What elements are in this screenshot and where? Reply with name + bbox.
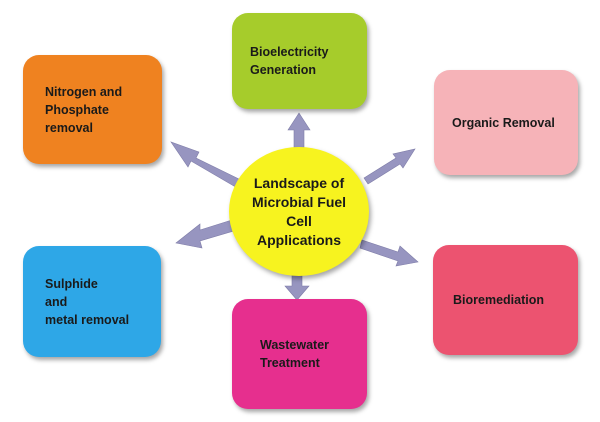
sulphide-metal-removal-label: Sulphide and metal removal bbox=[45, 276, 130, 327]
arrow-to-bioremediation bbox=[359, 239, 419, 267]
wastewater-treatment-label: Wastewater Treatment bbox=[260, 338, 330, 370]
arrow-to-organic bbox=[363, 148, 416, 185]
arrow-to-nitrogen bbox=[170, 141, 244, 190]
wastewater-treatment-box: Wastewater Treatment bbox=[232, 299, 367, 409]
nitrogen-phosphate-removal-label: Nitrogen and Phosphate removal bbox=[45, 84, 123, 135]
bioremediation-label: Bioremediation bbox=[453, 293, 544, 307]
organic-removal-label: Organic Removal bbox=[452, 115, 555, 130]
organic-removal-box: Organic Removal bbox=[434, 70, 578, 175]
nitrogen-phosphate-removal-box: Nitrogen and Phosphate removal bbox=[23, 55, 162, 164]
bioelectricity-generation-label: Bioelectricity Generation bbox=[250, 45, 329, 77]
bioremediation-box: Bioremediation bbox=[433, 245, 578, 355]
center-node: Landscape of Microbial Fuel Cell Applica… bbox=[229, 147, 369, 276]
bioelectricity-generation-box: Bioelectricity Generation bbox=[232, 13, 367, 109]
center-node-label: Landscape of Microbial Fuel Cell Applica… bbox=[251, 174, 347, 248]
arrow-to-wastewater bbox=[284, 271, 310, 301]
sulphide-metal-removal-box: Sulphide and metal removal bbox=[23, 246, 161, 357]
arrow-to-sulphide bbox=[175, 218, 238, 249]
